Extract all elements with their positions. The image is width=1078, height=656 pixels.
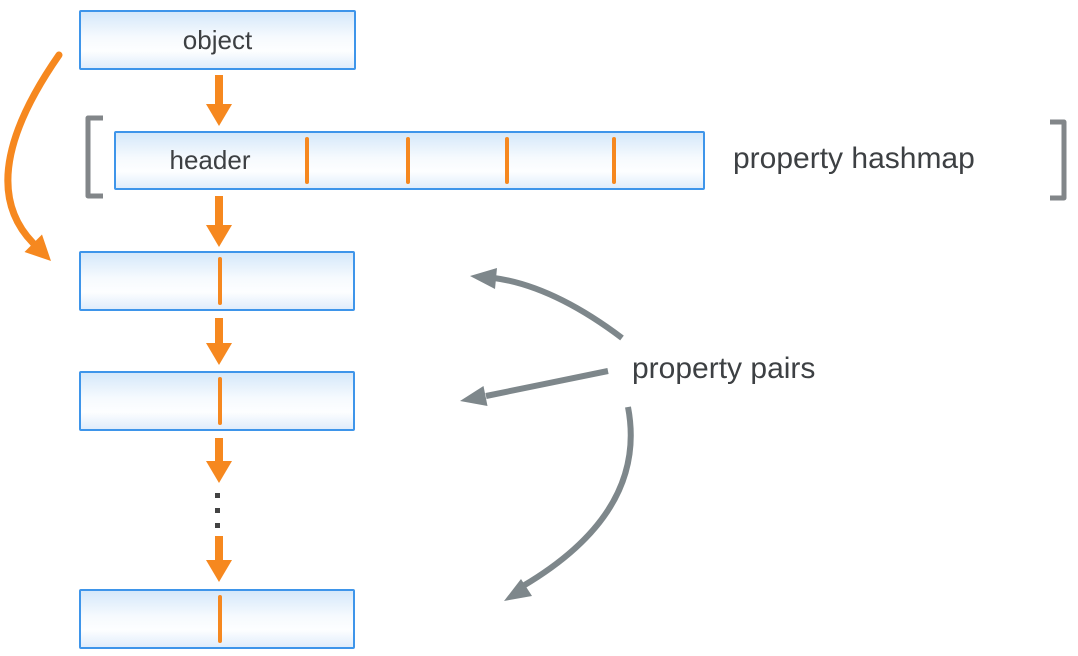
pair-cell-divider (218, 377, 222, 425)
arrow-object-to-hashmap-icon (206, 75, 232, 126)
property-pair-box (79, 251, 355, 311)
arrow-object-to-pair1-curved-icon (4, 51, 63, 261)
object-box: object (79, 10, 356, 70)
pointer-arrow-middle-icon (460, 368, 609, 406)
hashmap-cell-divider (612, 137, 616, 184)
hashmap-cell-divider (305, 137, 309, 184)
arrow-pair1-to-pair2-icon (206, 318, 232, 365)
pointer-arrow-top-icon (470, 268, 624, 341)
hashmap-caption: property hashmap (733, 142, 975, 175)
hashmap-cell-divider (406, 137, 410, 184)
arrow-pair2-to-ellipsis-icon (206, 438, 232, 483)
hashmap-header-box: header (114, 131, 705, 190)
pair-cell-divider (218, 595, 222, 643)
object-box-label: object (182, 24, 253, 55)
pair-cell-divider (218, 257, 222, 305)
pairs-caption: property pairs (632, 352, 816, 385)
ellipsis-dots-icon (215, 493, 220, 528)
arrow-ellipsis-to-pair3-icon (206, 536, 232, 582)
property-pair-box (79, 589, 355, 649)
pairs-pointer-arrows (460, 268, 634, 601)
pointer-arrow-bottom-icon (504, 406, 634, 601)
arrow-hashmap-to-pair1-icon (206, 196, 232, 247)
property-pair-box (79, 371, 355, 431)
hashmap-header-label: header (169, 145, 251, 175)
hashmap-cell-divider (505, 137, 509, 184)
bracket-right-icon (1050, 119, 1067, 201)
bracket-left-icon (85, 115, 103, 199)
